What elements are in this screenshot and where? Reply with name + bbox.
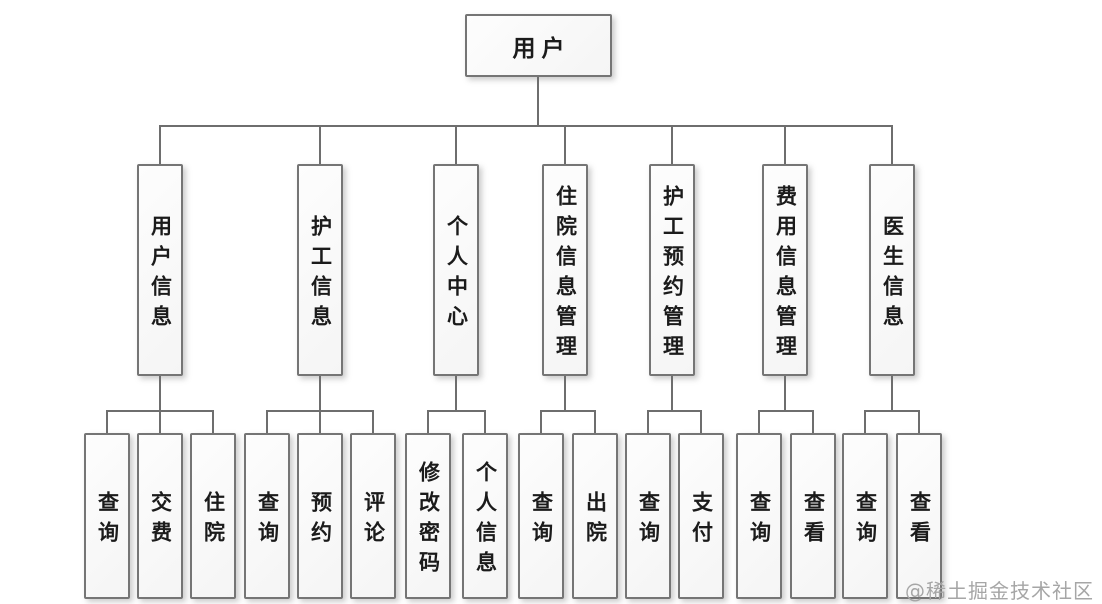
leaf-query: 查询 <box>244 433 290 599</box>
leaf-personal-info: 个人信息 <box>462 433 508 599</box>
leaf-label: 查询 <box>95 490 120 551</box>
branch-fee-info-management: 费用信息管理 <box>762 164 808 376</box>
connector-line <box>537 77 539 125</box>
leaf-view: 查看 <box>790 433 836 599</box>
branch-caregiver-appointment-management: 护工预约管理 <box>649 164 695 376</box>
leaf-label: 预约 <box>308 490 333 551</box>
connector-line <box>266 410 268 433</box>
connector-line <box>159 125 161 164</box>
leaf-view: 查看 <box>896 433 942 599</box>
root-node-user: 用户 <box>465 14 612 77</box>
leaf-discharge: 出院 <box>572 433 618 599</box>
leaf-query: 查询 <box>625 433 671 599</box>
branch-user-info: 用户信息 <box>137 164 183 376</box>
connector-line <box>427 410 429 433</box>
connector-line <box>159 125 893 127</box>
leaf-hospitalize: 住院 <box>190 433 236 599</box>
branch-personal-center: 个人中心 <box>433 164 479 376</box>
leaf-label: 查询 <box>255 490 280 551</box>
leaf-label: 查询 <box>529 490 554 551</box>
leaf-label: 支付 <box>689 490 714 551</box>
leaf-pay-fee: 交费 <box>137 433 183 599</box>
connector-line <box>540 410 542 433</box>
branch-label: 医生信息 <box>880 214 905 335</box>
leaf-query: 查询 <box>518 433 564 599</box>
connector-line <box>700 410 702 433</box>
leaf-label: 查询 <box>636 490 661 551</box>
leaf-query: 查询 <box>84 433 130 599</box>
connector-line <box>564 125 566 164</box>
leaf-label: 评论 <box>361 490 386 551</box>
leaf-pay: 支付 <box>678 433 724 599</box>
connector-line <box>758 410 814 412</box>
leaf-label: 查看 <box>907 490 932 551</box>
leaf-label: 查看 <box>801 490 826 551</box>
leaf-label: 查询 <box>853 490 878 551</box>
connector-line <box>647 410 702 412</box>
branch-hospitalization-info-management: 住院信息管理 <box>542 164 588 376</box>
connector-line <box>812 410 814 433</box>
leaf-label: 交费 <box>148 490 173 551</box>
connector-line <box>864 410 920 412</box>
leaf-comment: 评论 <box>350 433 396 599</box>
branch-label: 护工预约管理 <box>660 184 685 365</box>
connector-line <box>319 376 321 410</box>
connector-line <box>106 410 108 433</box>
branch-caregiver-info: 护工信息 <box>297 164 343 376</box>
connector-line <box>455 376 457 410</box>
connector-line <box>212 410 214 433</box>
connector-line <box>647 410 649 433</box>
connector-line <box>455 125 457 164</box>
connector-line <box>594 410 596 433</box>
leaf-query: 查询 <box>736 433 782 599</box>
root-node-label: 用户 <box>512 35 571 62</box>
connector-line <box>671 376 673 410</box>
branch-label: 护工信息 <box>308 214 333 335</box>
connector-line <box>319 410 321 433</box>
leaf-change-password: 修改密码 <box>405 433 451 599</box>
connector-line <box>159 410 161 433</box>
connector-line <box>784 376 786 410</box>
leaf-label: 修改密码 <box>416 460 441 581</box>
branch-label: 住院信息管理 <box>553 184 578 365</box>
watermark: @稀土掘金技术社区 <box>905 579 1094 603</box>
connector-line <box>891 125 893 164</box>
connector-line <box>918 410 920 433</box>
connector-line <box>671 125 673 164</box>
connector-line <box>484 410 486 433</box>
connector-line <box>540 410 596 412</box>
leaf-label: 住院 <box>201 490 226 551</box>
leaf-label: 个人信息 <box>473 460 498 581</box>
branch-doctor-info: 医生信息 <box>869 164 915 376</box>
connector-line <box>864 410 866 433</box>
branch-label: 用户信息 <box>148 214 173 335</box>
connector-line <box>784 125 786 164</box>
connector-line <box>319 125 321 164</box>
leaf-label: 查询 <box>747 490 772 551</box>
branch-label: 费用信息管理 <box>773 184 798 365</box>
leaf-appointment: 预约 <box>297 433 343 599</box>
connector-line <box>758 410 760 433</box>
leaf-query: 查询 <box>842 433 888 599</box>
connector-line <box>159 376 161 410</box>
connector-line <box>372 410 374 433</box>
connector-line <box>564 376 566 410</box>
connector-line <box>427 410 486 412</box>
leaf-label: 出院 <box>583 490 608 551</box>
connector-line <box>891 376 893 410</box>
branch-label: 个人中心 <box>444 214 469 335</box>
